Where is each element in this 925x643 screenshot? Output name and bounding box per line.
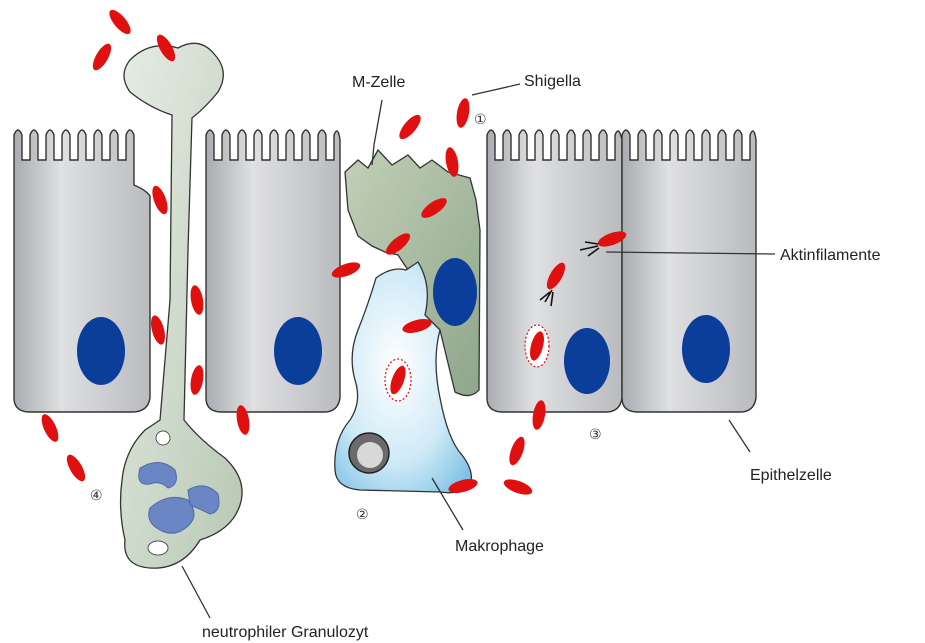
epithelial-cell-4	[622, 130, 756, 412]
label-epithelzelle: Epithelzelle	[750, 467, 832, 484]
bacterium	[38, 412, 62, 444]
epithelial-cell-2	[206, 130, 340, 412]
label-makrophage: Makrophage	[455, 538, 544, 555]
bacterium	[506, 435, 528, 467]
label-shigella: Shigella	[524, 73, 581, 90]
step-1: ①	[474, 112, 487, 128]
bacterium	[188, 364, 205, 396]
bacterium	[148, 314, 167, 346]
step-3: ③	[589, 427, 602, 443]
step-4: ④	[90, 488, 103, 504]
bacterium	[396, 112, 424, 143]
bacterium	[502, 476, 534, 498]
bacterium	[63, 452, 88, 484]
label-aktinfilamente: Aktinfilamente	[780, 247, 881, 264]
label-m-zelle: M-Zelle	[352, 74, 405, 91]
label-neutrophiler-granulozyt: neutrophiler Granulozyt	[202, 624, 369, 641]
nucleus	[274, 317, 322, 385]
bacterium	[188, 284, 205, 316]
nucleus	[564, 328, 610, 394]
bacterium	[149, 184, 171, 216]
step-2: ②	[356, 507, 369, 523]
nucleus	[433, 258, 477, 326]
bacterium	[106, 7, 134, 38]
epithelial-cell-1	[14, 130, 150, 412]
bacterium	[454, 97, 471, 129]
nucleus	[682, 315, 730, 383]
bacterium	[89, 41, 114, 73]
nucleus	[77, 317, 125, 385]
